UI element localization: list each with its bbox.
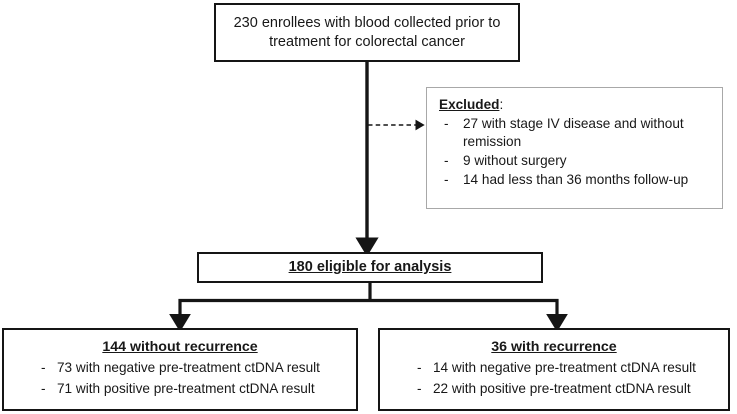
list-item: - 14 had less than 36 months follow-up: [439, 171, 716, 189]
node-excluded-list: - 27 with stage IV disease and without r…: [439, 115, 716, 190]
node-eligible: 180 eligible for analysis: [197, 252, 543, 283]
list-item-text: 27 with stage IV disease and without rem…: [463, 115, 684, 149]
list-item-text: 9 without surgery: [463, 153, 567, 169]
list-item: - 71 with positive pre-treatment ctDNA r…: [36, 380, 352, 398]
bullet-dash: -: [444, 153, 449, 169]
list-item: - 22 with positive pre-treatment ctDNA r…: [412, 380, 724, 398]
bullet-dash: -: [417, 380, 422, 396]
list-item: - 27 with stage IV disease and without r…: [439, 115, 716, 151]
list-item: - 9 without surgery: [439, 152, 716, 170]
node-with-recurrence: 36 with recurrence - 14 with negative pr…: [378, 328, 730, 411]
node-enrolled-line-2: treatment for colorectal cancer: [269, 33, 465, 50]
bullet-dash: -: [417, 360, 422, 376]
node-with-recurrence-heading: 36 with recurrence: [491, 339, 617, 355]
node-without-recurrence-heading: 144 without recurrence: [102, 339, 258, 355]
bullet-dash: -: [41, 380, 46, 396]
node-excluded-heading-row: Excluded:: [439, 96, 716, 114]
list-item-text: 71 with positive pre-treatment ctDNA res…: [57, 380, 315, 396]
node-without-recurrence: 144 without recurrence - 73 with negativ…: [2, 328, 358, 411]
node-excluded-heading: Excluded: [439, 97, 500, 112]
list-item: - 73 with negative pre-treatment ctDNA r…: [36, 359, 352, 377]
node-eligible-label: 180 eligible for analysis: [288, 259, 452, 276]
bullet-dash: -: [444, 115, 449, 131]
node-without-recurrence-list: - 73 with negative pre-treatment ctDNA r…: [36, 359, 352, 397]
bullet-dash: -: [41, 360, 46, 376]
connector-eligible-fork: [169, 283, 568, 332]
list-item-text: 22 with positive pre-treatment ctDNA res…: [433, 380, 691, 396]
node-enrolled: 230 enrollees with blood collected prior…: [214, 3, 520, 62]
bullet-dash: -: [444, 172, 449, 188]
node-excluded-heading-colon: :: [499, 97, 504, 112]
list-item-text: 73 with negative pre-treatment ctDNA res…: [57, 360, 320, 376]
list-item-text: 14 with negative pre-treatment ctDNA res…: [433, 360, 696, 376]
node-enrolled-line-1: 230 enrollees with blood collected prior…: [233, 14, 501, 31]
node-excluded: Excluded: - 27 with stage IV disease and…: [426, 87, 723, 209]
list-item: - 14 with negative pre-treatment ctDNA r…: [412, 359, 724, 377]
list-item-text: 14 had less than 36 months follow-up: [463, 172, 689, 188]
node-with-recurrence-list: - 14 with negative pre-treatment ctDNA r…: [412, 359, 724, 397]
